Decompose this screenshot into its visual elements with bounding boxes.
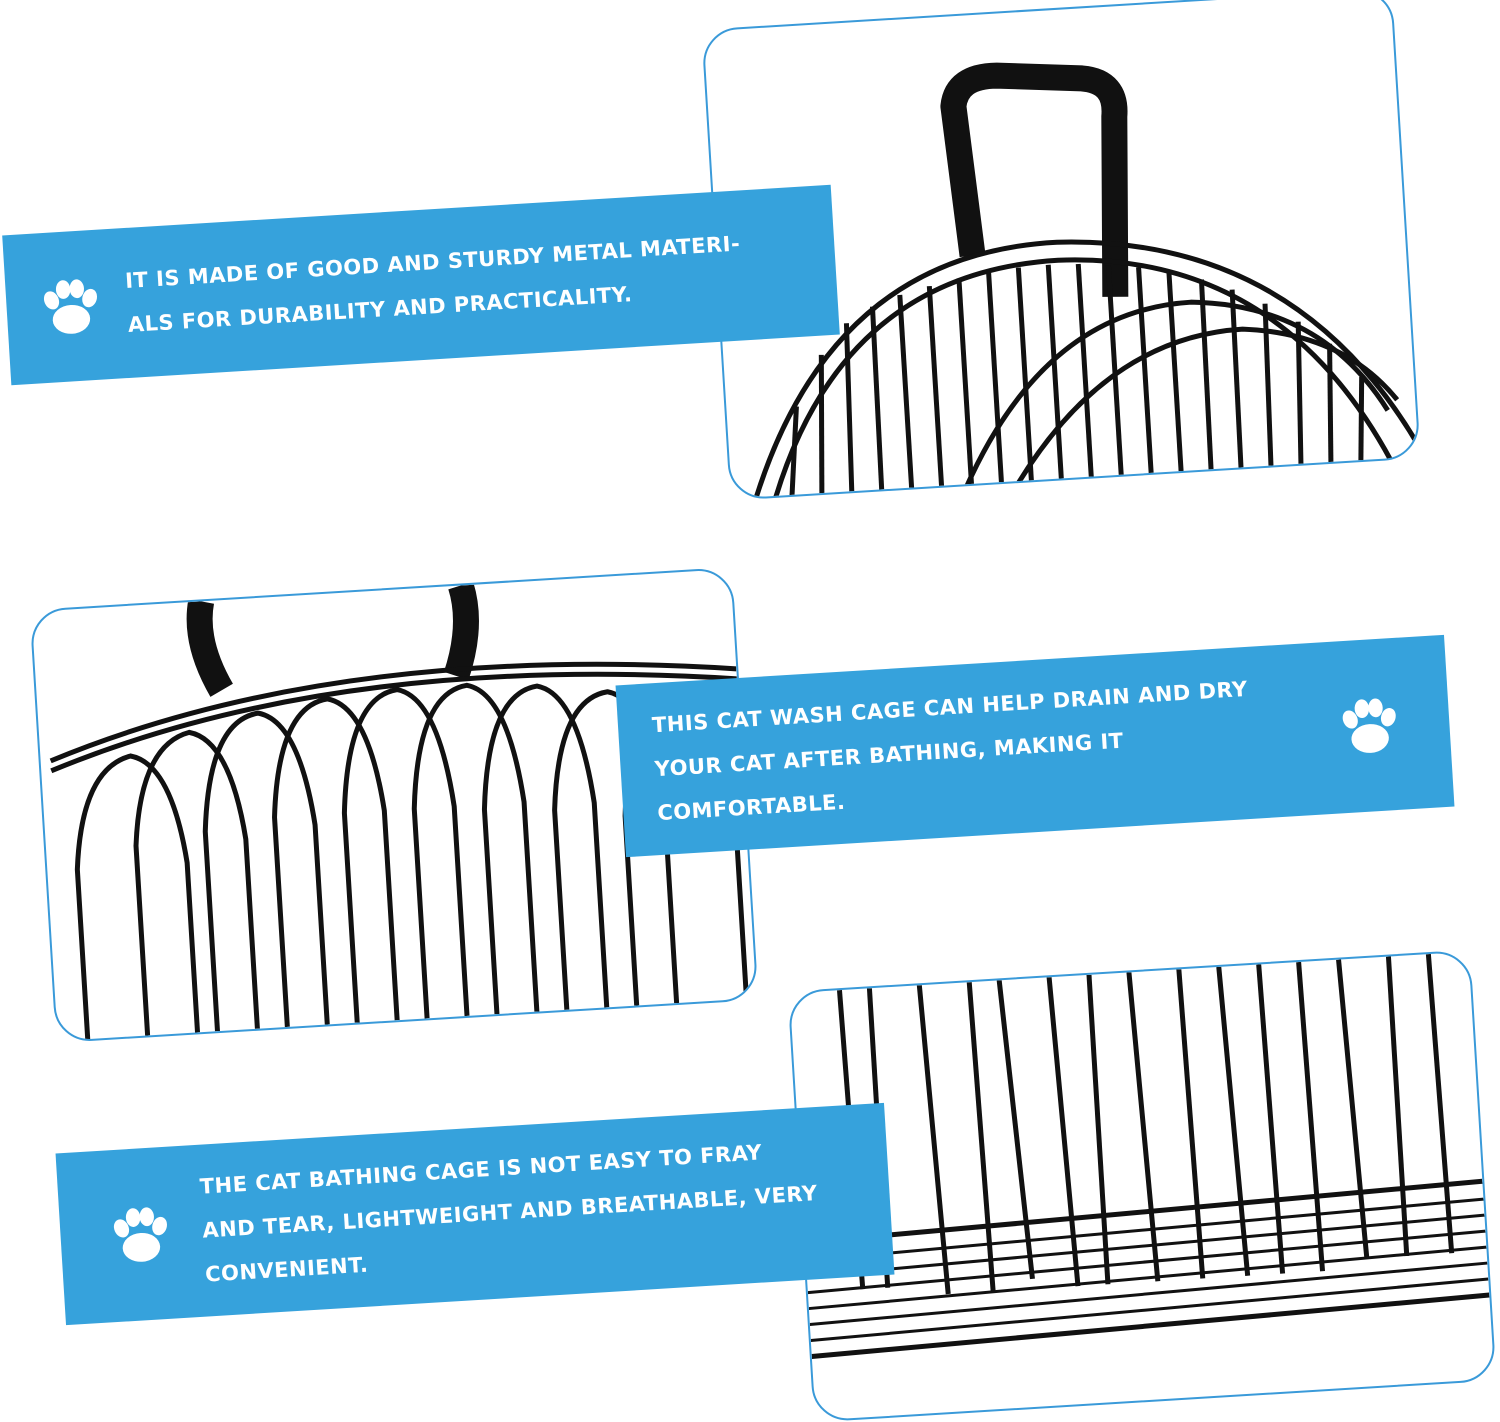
cage-bottom-photo xyxy=(804,953,1490,1359)
feature-banner-breathable: THE CAT BATHING CAGE IS NOT EASY TO FRAY… xyxy=(55,1102,895,1326)
feature-banner-durability: IT IS MADE OF GOOD AND STURDY METAL MATE… xyxy=(2,184,840,386)
paw-icon xyxy=(102,1196,178,1272)
feature-banner-drain: THIS CAT WASH CAGE CAN HELP DRAIN AND DR… xyxy=(615,634,1455,858)
paw-icon xyxy=(1331,687,1407,763)
cage-handle-photo xyxy=(750,62,1419,499)
feature-text-breathable: THE CAT BATHING CAGE IS NOT EASY TO FRAY… xyxy=(199,1140,819,1287)
cage-bottom-photo-card xyxy=(787,949,1497,1422)
paw-icon xyxy=(33,268,109,344)
feature-text-durability: IT IS MADE OF GOOD AND STURDY METAL MATE… xyxy=(124,231,741,337)
feature-text-drain: THIS CAT WASH CAGE CAN HELP DRAIN AND DR… xyxy=(651,676,1249,826)
cage-handle-photo-card xyxy=(701,0,1421,501)
